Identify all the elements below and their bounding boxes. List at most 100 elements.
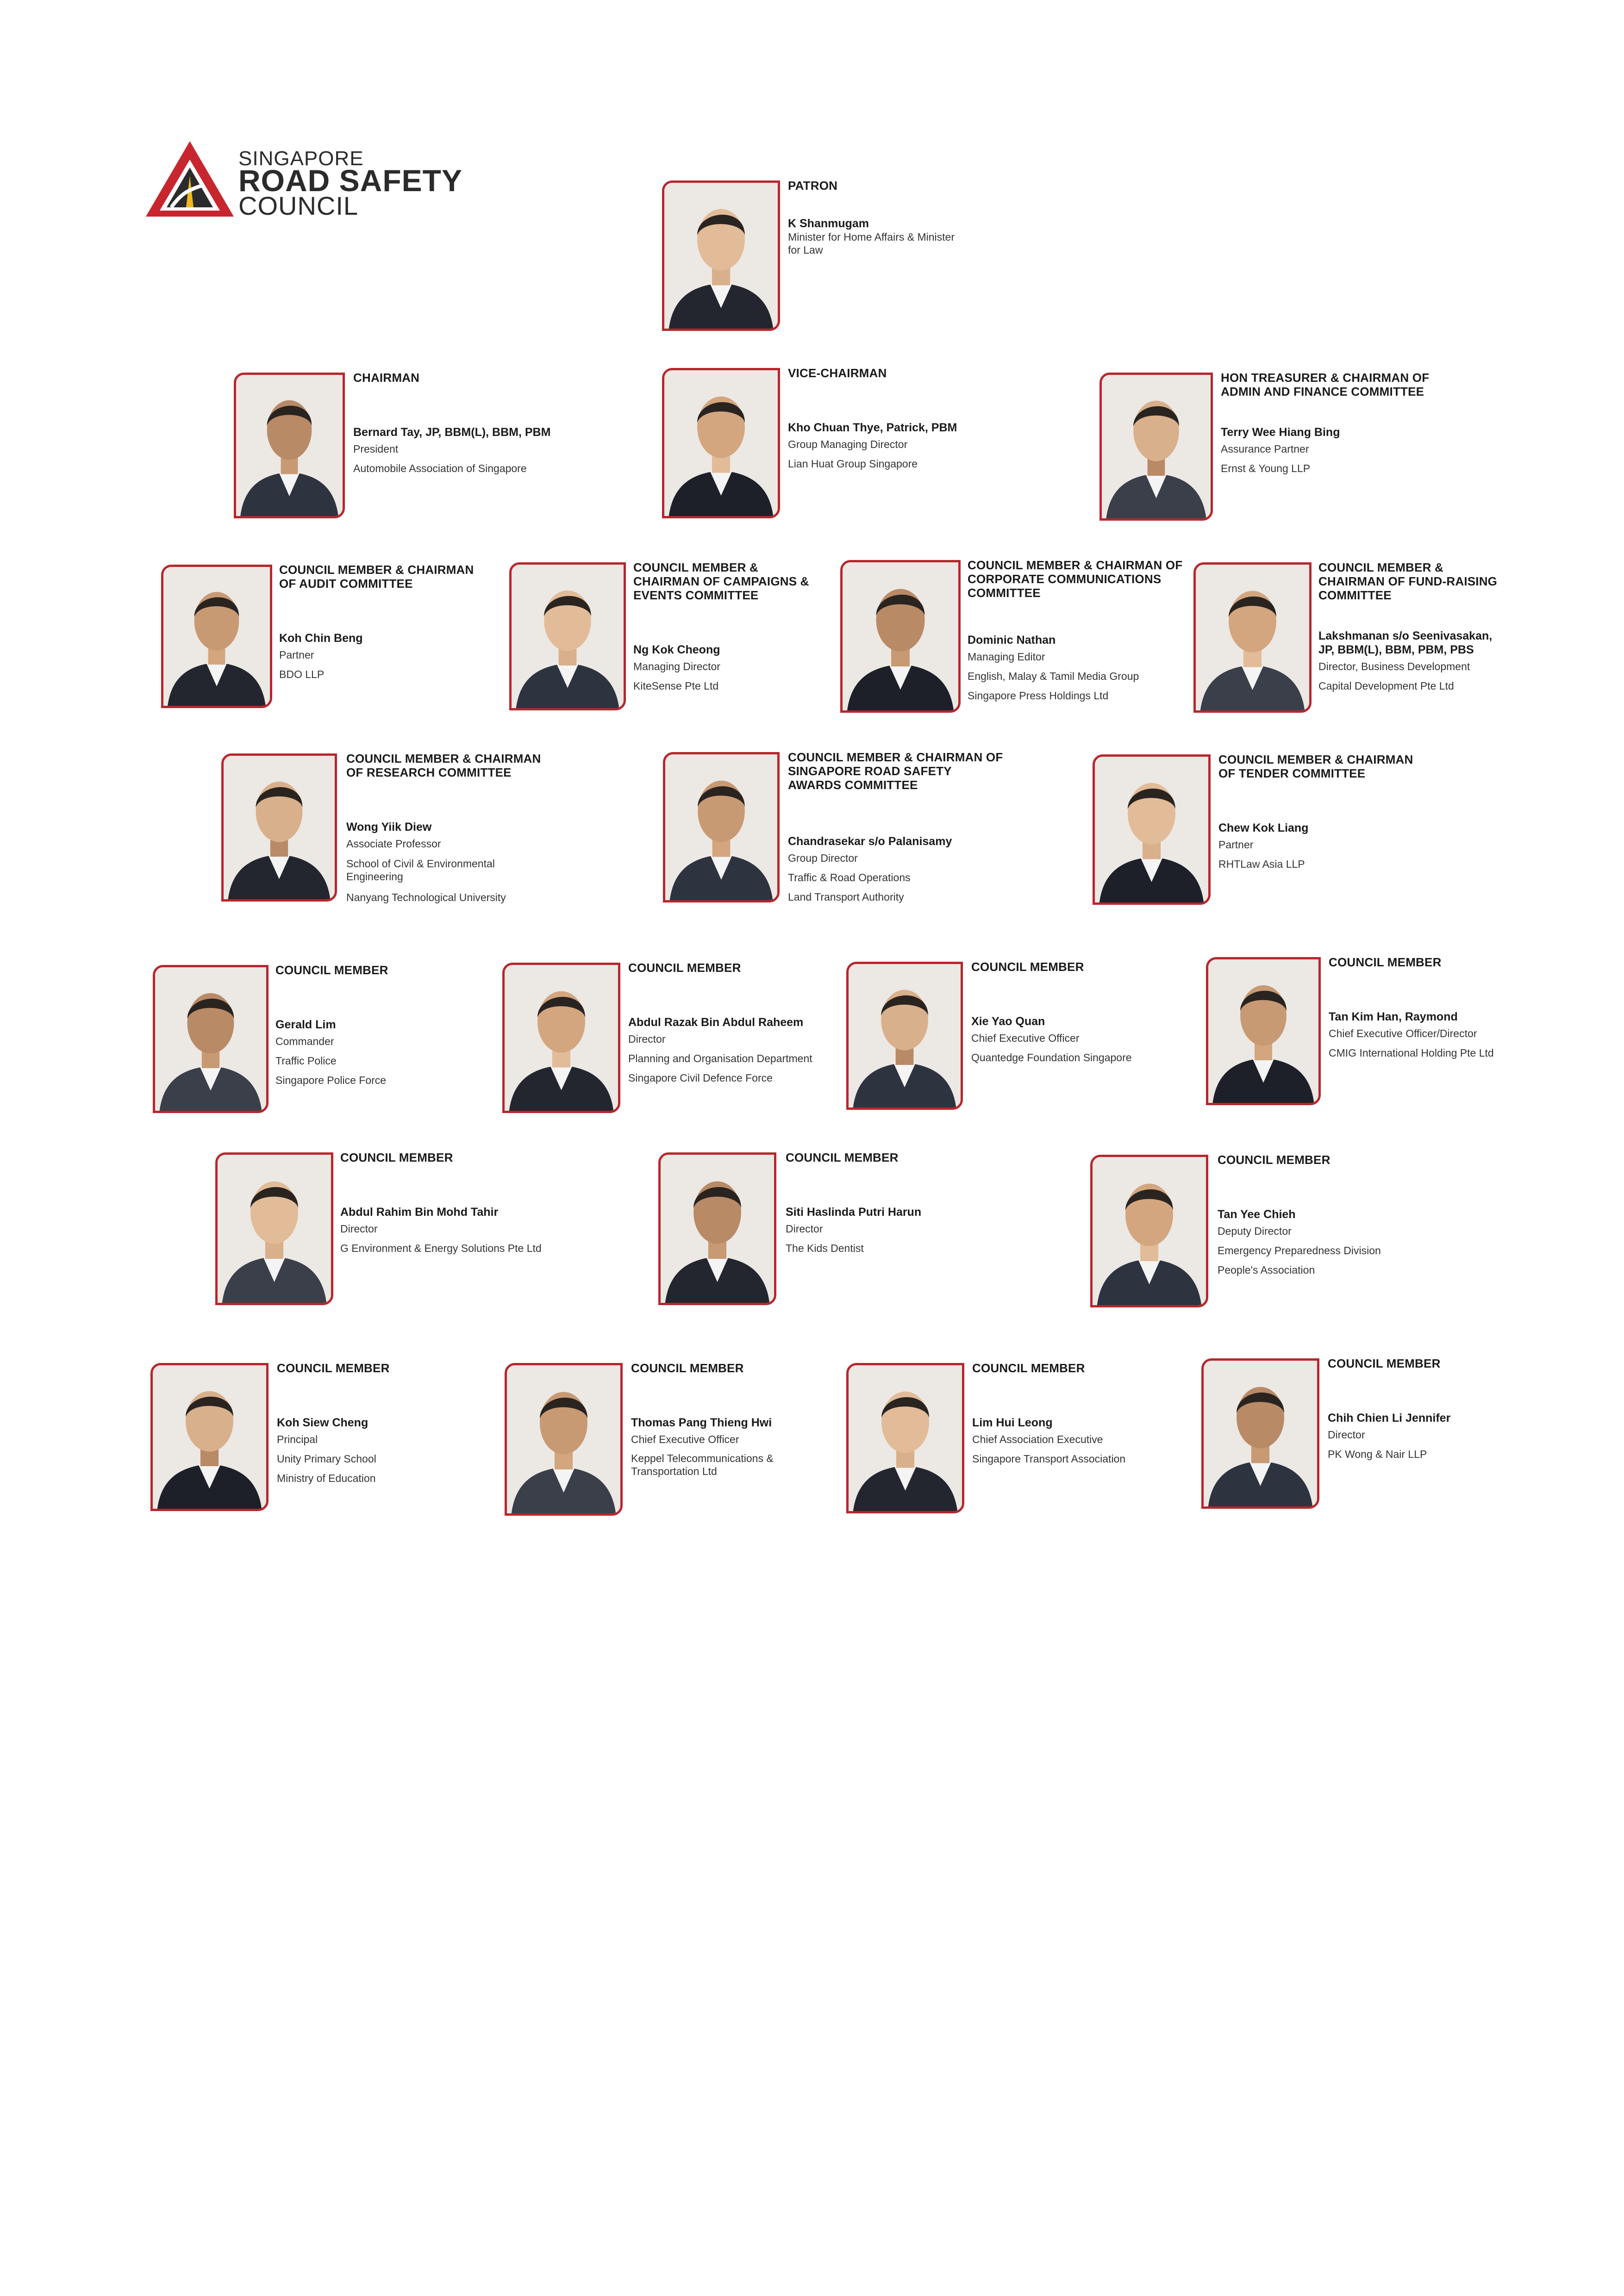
member-role: COUNCIL MEMBER & CHAIRMAN OF CAMPAIGNS &… xyxy=(633,560,809,602)
member-detail: President xyxy=(353,443,399,455)
member-name: Abdul Rahim Bin Mohd Tahir xyxy=(340,1206,499,1219)
member-photo xyxy=(840,560,961,713)
member-detail: Ministry of Education xyxy=(277,1472,376,1484)
member-detail: Emergency Preparedness Division xyxy=(1218,1244,1381,1257)
member-role: COUNCIL MEMBER xyxy=(786,1151,899,1164)
member-name: Ng Kok Cheong xyxy=(633,643,720,656)
member-name: Tan Yee Chieh xyxy=(1218,1208,1296,1221)
member-photo xyxy=(153,965,269,1113)
member-name: Thomas Pang Thieng Hwi xyxy=(631,1416,772,1429)
portrait-silhouette-icon xyxy=(665,754,777,900)
member-photo xyxy=(846,1363,964,1513)
portrait-silhouette-icon xyxy=(1204,1361,1317,1506)
member-role: COUNCIL MEMBER xyxy=(340,1151,453,1164)
portrait-silhouette-icon xyxy=(849,1365,962,1511)
member-name: Gerald Lim xyxy=(275,1018,336,1031)
portrait-silhouette-icon xyxy=(507,1365,620,1513)
member-detail: Traffic & Road Operations xyxy=(788,871,911,884)
member-detail: Associate Professor xyxy=(346,838,441,850)
member-detail: Partner xyxy=(1218,839,1254,851)
member-role: COUNCIL MEMBER xyxy=(1328,1356,1441,1370)
member-photo xyxy=(663,752,780,902)
member-role: COUNCIL MEMBER xyxy=(628,961,741,975)
logo-line-2: ROAD SAFETY xyxy=(238,163,463,198)
logo-line-1: SINGAPORE xyxy=(238,147,364,170)
portrait-silhouette-icon xyxy=(1196,565,1309,710)
member-detail: Traffic Police xyxy=(275,1055,337,1067)
member-role: COUNCIL MEMBER xyxy=(275,963,388,977)
member-photo xyxy=(1193,562,1312,713)
member-photo xyxy=(150,1363,269,1511)
member-detail: Singapore Police Force xyxy=(275,1074,387,1086)
member-detail: Chief Executive Officer/Director xyxy=(1329,1027,1477,1039)
portrait-silhouette-icon xyxy=(664,183,778,329)
member-detail: Principal xyxy=(277,1433,318,1445)
member-name: Terry Wee Hiang Bing xyxy=(1221,426,1340,439)
portrait-silhouette-icon xyxy=(1093,1157,1206,1305)
member-name: Wong Yiik Diew xyxy=(346,821,432,834)
member-detail: English, Malay & Tamil Media Group xyxy=(968,670,1139,682)
member-detail: Capital Development Pte Ltd xyxy=(1318,680,1454,692)
member-role: COUNCIL MEMBER & CHAIRMAN OF AUDIT COMMI… xyxy=(279,563,474,591)
member-photo xyxy=(662,368,780,518)
member-role: COUNCIL MEMBER xyxy=(1218,1153,1330,1167)
portrait-silhouette-icon xyxy=(155,967,266,1111)
member-name: K Shanmugam xyxy=(788,217,869,230)
member-photo xyxy=(1201,1358,1319,1509)
member-detail: Planning and Organisation Department xyxy=(628,1052,812,1064)
member-photo xyxy=(161,565,272,708)
member-detail: Group Managing Director xyxy=(788,438,908,450)
member-detail: PK Wong & Nair LLP xyxy=(1328,1448,1427,1460)
portrait-silhouette-icon xyxy=(224,756,335,899)
member-role: HON TREASURER & CHAIRMAN OF ADMIN AND FI… xyxy=(1221,371,1430,398)
member-photo xyxy=(662,180,780,331)
member-name: Abdul Razak Bin Abdul Raheem xyxy=(628,1016,804,1029)
road-triangle-icon xyxy=(146,141,234,217)
council-logo: SINGAPORE ROAD SAFETY COUNCIL xyxy=(144,139,462,220)
member-detail: Chief Association Executive xyxy=(972,1433,1103,1445)
member-name: Kho Chuan Thye, Patrick, PBM xyxy=(788,421,957,434)
portrait-silhouette-icon xyxy=(1102,375,1211,518)
member-name: Chih Chien Li Jennifer xyxy=(1328,1412,1451,1425)
portrait-silhouette-icon xyxy=(843,562,958,710)
member-name: Lim Hui Leong xyxy=(972,1416,1053,1429)
member-role: CHAIRMAN xyxy=(353,371,420,385)
portrait-silhouette-icon xyxy=(163,567,270,706)
member-detail: BDO LLP xyxy=(279,668,325,680)
member-name: Xie Yao Quan xyxy=(971,1015,1045,1028)
member-detail: Partner xyxy=(279,649,314,661)
member-role: COUNCIL MEMBER & CHAIRMAN OF TENDER COMM… xyxy=(1218,753,1413,780)
portrait-silhouette-icon xyxy=(661,1155,774,1303)
member-name: Chandrasekar s/o Palanisamy xyxy=(788,835,952,848)
portrait-silhouette-icon xyxy=(218,1155,331,1303)
portrait-silhouette-icon xyxy=(512,565,624,708)
member-role: COUNCIL MEMBER & CHAIRMAN OF CORPORATE C… xyxy=(968,558,1183,600)
member-detail: RHTLaw Asia LLP xyxy=(1218,858,1305,870)
member-name: Dominic Nathan xyxy=(968,634,1056,647)
member-detail: Chief Executive Officer xyxy=(971,1032,1080,1044)
member-detail: People's Association xyxy=(1218,1264,1315,1276)
member-name: Tan Kim Han, Raymond xyxy=(1329,1010,1458,1023)
member-detail: Director xyxy=(786,1223,823,1235)
member-name: Chew Kok Liang xyxy=(1218,821,1309,834)
logo-line-3: COUNCIL xyxy=(238,191,359,220)
member-detail: Chief Executive Officer xyxy=(631,1433,739,1445)
portrait-silhouette-icon xyxy=(153,1365,266,1509)
member-photo xyxy=(846,962,963,1110)
member-photo xyxy=(234,373,345,518)
member-detail: Ernst & Young LLP xyxy=(1221,462,1311,474)
portrait-silhouette-icon xyxy=(849,964,961,1108)
member-detail: Group Director xyxy=(788,852,858,864)
member-name: Lakshmanan s/o Seenivasakan, JP, BBM(L),… xyxy=(1318,629,1493,656)
member-photo xyxy=(658,1152,776,1305)
member-photo xyxy=(215,1152,333,1305)
member-detail: Nanyang Technological University xyxy=(346,891,506,903)
member-photo xyxy=(1093,754,1211,905)
member-role: COUNCIL MEMBER & CHAIRMAN OF RESEARCH CO… xyxy=(346,752,541,779)
member-name: Koh Chin Beng xyxy=(279,632,363,645)
member-photo xyxy=(1090,1155,1208,1307)
member-photo xyxy=(502,963,620,1113)
member-detail: Automobile Association of Singapore xyxy=(353,462,527,474)
member-role: COUNCIL MEMBER xyxy=(631,1361,744,1375)
member-name: Siti Haslinda Putri Harun xyxy=(786,1206,922,1219)
